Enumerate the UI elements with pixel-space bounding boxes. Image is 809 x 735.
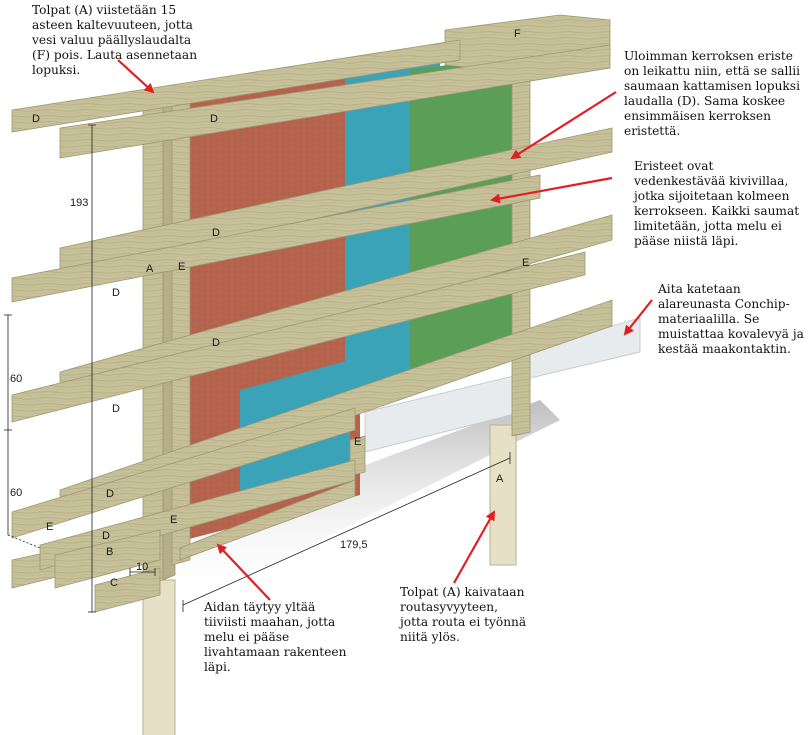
label-b: B (106, 546, 113, 558)
dim-spacing-lower: 60 (10, 487, 22, 499)
label-e: E (522, 257, 529, 269)
dimension-lines (4, 124, 511, 613)
label-d: D (32, 113, 40, 125)
note-bottom-left: Aidan täytyy yltää tiiviisti maahan, jot… (204, 600, 347, 674)
dim-spacing-upper: 60 (10, 373, 22, 385)
label-d: D (102, 530, 110, 542)
label-d: D (212, 337, 220, 349)
note-lower-right: Aita katetaan alareunasta Conchip-materi… (658, 282, 804, 356)
note-top-left: Tolpat (A) viistetään 15 asteen kaltevuu… (32, 3, 198, 77)
label-d: D (112, 403, 120, 415)
arrow-top-left (117, 59, 155, 94)
label-e: E (170, 514, 177, 526)
arrow-bottom-mid (453, 510, 495, 584)
arrow-top-right (510, 91, 617, 160)
arrow-bottom-left (216, 543, 271, 601)
label-e: E (46, 521, 53, 533)
label-f: F (514, 28, 521, 40)
label-c: C (110, 577, 118, 589)
dim-height-total: 193 (70, 197, 88, 209)
note-bottom-mid: Tolpat (A) kaivataan routasyvyyteen, jot… (400, 585, 527, 644)
label-a: A (146, 263, 154, 275)
label-e: E (354, 436, 361, 448)
note-top-right: Uloimman kerroksen eriste on leikattu ni… (624, 49, 801, 138)
arrow-mid-right (490, 176, 613, 204)
arrow-lower-right (623, 299, 653, 336)
board-c (94, 567, 161, 613)
dim-length: 179,5 (340, 539, 368, 551)
label-a: A (496, 473, 504, 485)
post-a-left-buried (142, 579, 176, 735)
post-a-left (142, 89, 164, 586)
dim-gap: 10 (136, 561, 148, 573)
boards-d (11, 39, 613, 589)
label-d: D (210, 113, 218, 125)
label-d: D (212, 227, 220, 239)
note-mid-right: Eristeet ovat vedenkestävää kivivillaa, … (634, 159, 800, 248)
label-d: D (112, 287, 120, 299)
post-e-left (171, 95, 191, 566)
callout-arrows (117, 59, 653, 601)
part-labels: D D D D D D D D F A A E E E E E B C (32, 28, 529, 589)
board-b (54, 529, 161, 589)
label-e: E (178, 261, 185, 273)
label-d: D (106, 488, 114, 500)
post-a-right-buried (489, 424, 517, 566)
